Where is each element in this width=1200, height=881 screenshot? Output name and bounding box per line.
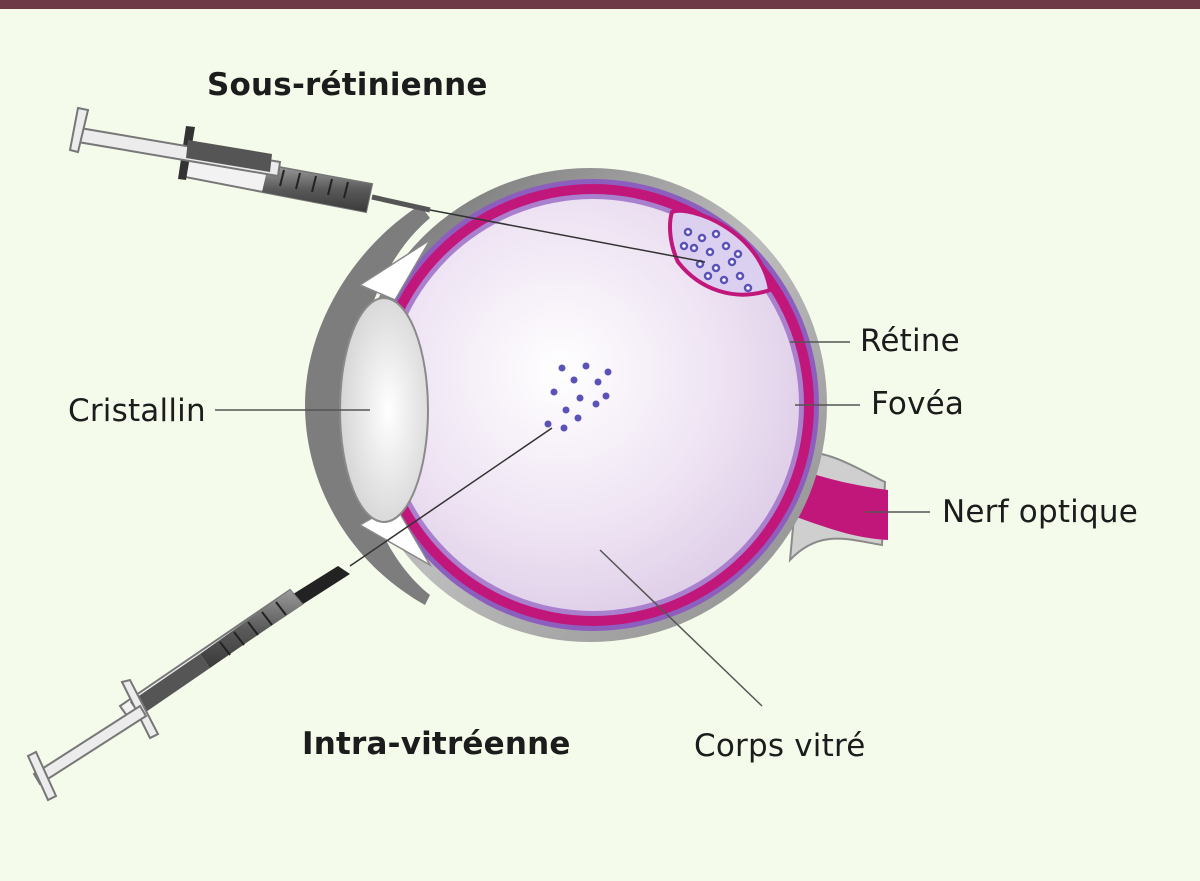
subretinal-needle-track [429,209,706,263]
label-cristallin: Cristallin [68,393,206,429]
intravitreal-syringe [26,566,350,802]
label-nerf-optique: Nerf optique [942,494,1138,530]
top-border-bar [0,0,1200,9]
iris-upper [358,239,431,301]
leader-lines [215,341,930,707]
subretinal-particles [679,227,753,293]
label-fovea: Fovéa [871,386,965,422]
intravitreal-needle-track [349,427,553,567]
intravitreal-particles [544,362,612,432]
label-corps-vitre: Corps vitré [694,728,866,764]
subretinal-bleb [668,208,773,297]
subretinal-syringe [68,106,431,214]
label-retine: Rétine [860,323,960,359]
label-sous-retinienne: Sous-rétinienne [207,67,488,103]
label-intra-vitreenne: Intra-vitréenne [302,726,571,762]
cornea [305,205,430,605]
